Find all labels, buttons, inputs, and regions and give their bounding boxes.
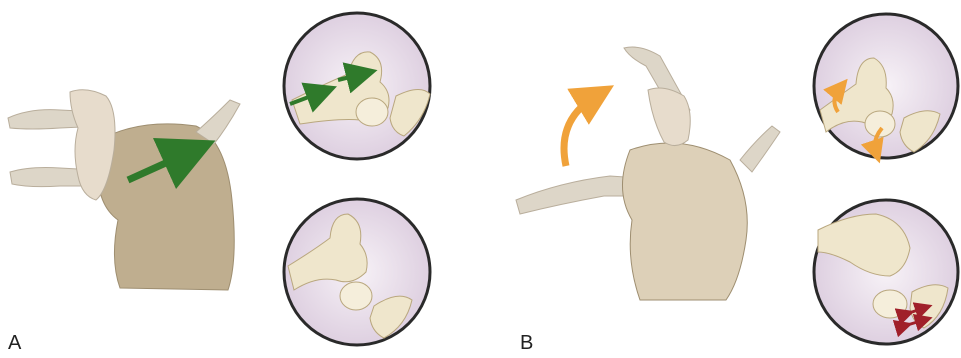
femoral-head (340, 282, 372, 310)
dog-body (97, 124, 234, 290)
inset-a-top (284, 13, 430, 159)
panel-label-a: A (8, 333, 21, 353)
inset-a-bottom (284, 199, 430, 345)
panel-a-illustration (8, 90, 240, 290)
panel-label-b: B (520, 333, 533, 353)
femoral-head (873, 290, 907, 318)
acetabulum (900, 111, 940, 152)
inset-b-bottom (814, 200, 958, 344)
extended-hind-leg (516, 176, 640, 214)
examiner-hand (648, 88, 690, 146)
inset-b-top (814, 14, 958, 158)
orange-curved-arrow-icon (564, 96, 596, 166)
tail (740, 126, 780, 172)
panel-b-illustration (516, 47, 780, 300)
dog-body (622, 143, 747, 300)
femoral-head (356, 98, 388, 126)
